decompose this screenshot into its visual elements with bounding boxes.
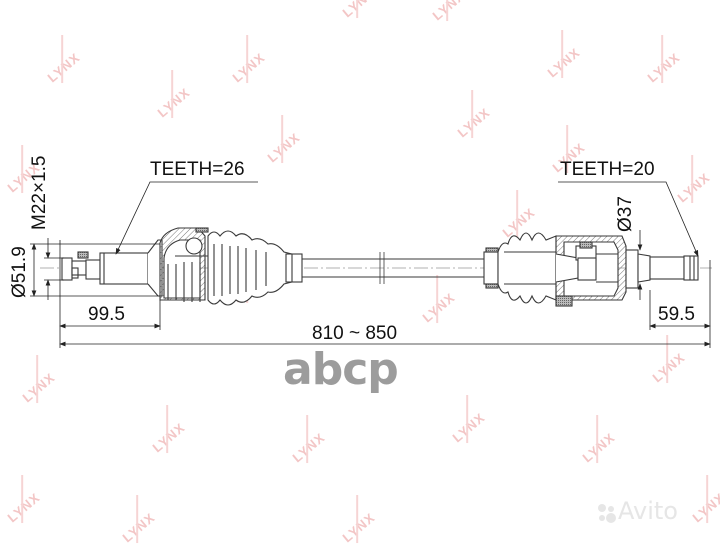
label-right-teeth: TEETH=20	[560, 159, 655, 180]
leader-right-teeth	[558, 181, 699, 257]
abcp-logo: abcp	[283, 344, 399, 395]
left-boot	[207, 230, 303, 306]
main-shaft	[302, 252, 490, 284]
leader-left-teeth	[115, 181, 258, 255]
right-tripod-joint	[555, 235, 627, 307]
label-right-length: 59.5	[658, 304, 695, 325]
avito-logo-icon	[598, 504, 616, 523]
right-stub	[625, 249, 699, 289]
avito-logo: Avito	[618, 497, 678, 525]
left-cv-joint	[159, 227, 210, 302]
label-overall-length: 810 ~ 850	[312, 323, 398, 344]
label-thread: M22×1.5	[29, 155, 50, 230]
label-left-length: 99.5	[88, 304, 125, 325]
label-right-diameter: Ø37	[615, 196, 636, 232]
right-boot	[483, 232, 557, 304]
label-left-teeth: TEETH=26	[150, 159, 245, 180]
label-left-diameter: Ø51.9	[9, 246, 30, 298]
left-stub	[61, 239, 163, 297]
